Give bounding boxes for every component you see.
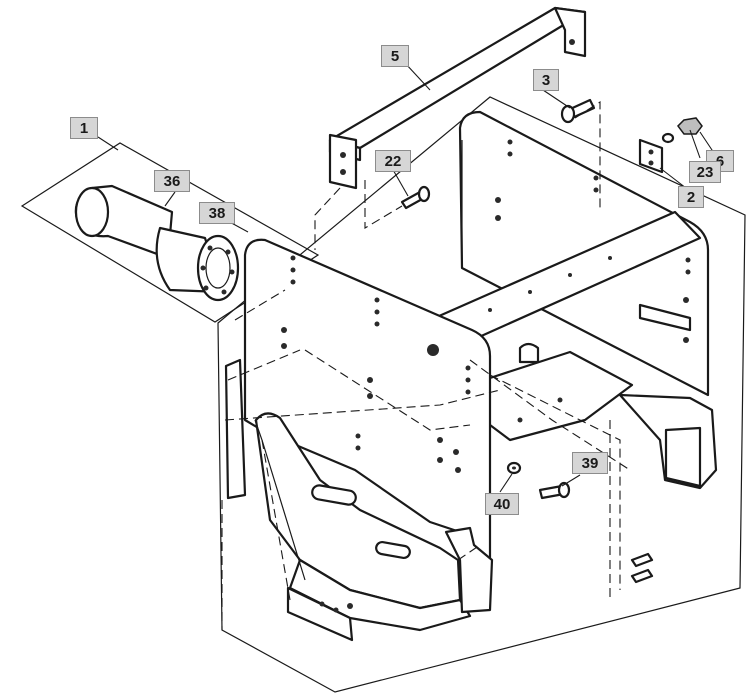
base-plane-left [20,142,320,323]
callout-23[interactable]: 23 [689,161,721,183]
callout-2[interactable]: 2 [678,186,704,208]
bolt-22 [400,185,431,210]
callout-39[interactable]: 39 [572,452,608,474]
right-leg [618,393,718,490]
bracket-2 [638,138,664,174]
washer-40 [506,461,522,475]
callout-40[interactable]: 40 [485,493,519,515]
callout-1[interactable]: 1 [70,117,98,139]
small-block [638,303,692,332]
bolt-39 [538,481,571,500]
assembly-lines [221,100,631,630]
callout-5[interactable]: 5 [381,45,409,67]
mounting-plate [476,342,634,442]
callout-38[interactable]: 38 [199,202,235,224]
crossbar-5 [328,6,587,190]
leader-lines [97,62,717,493]
cylinder-36 [74,184,240,302]
washer-23 [661,132,675,144]
callout-22[interactable]: 22 [375,150,411,172]
nut-6 [677,117,703,135]
callout-36[interactable]: 36 [154,170,190,192]
front-foot [224,358,494,642]
bottom-bolts [630,552,654,584]
callout-3[interactable]: 3 [533,69,559,91]
bolt-3 [560,98,596,124]
